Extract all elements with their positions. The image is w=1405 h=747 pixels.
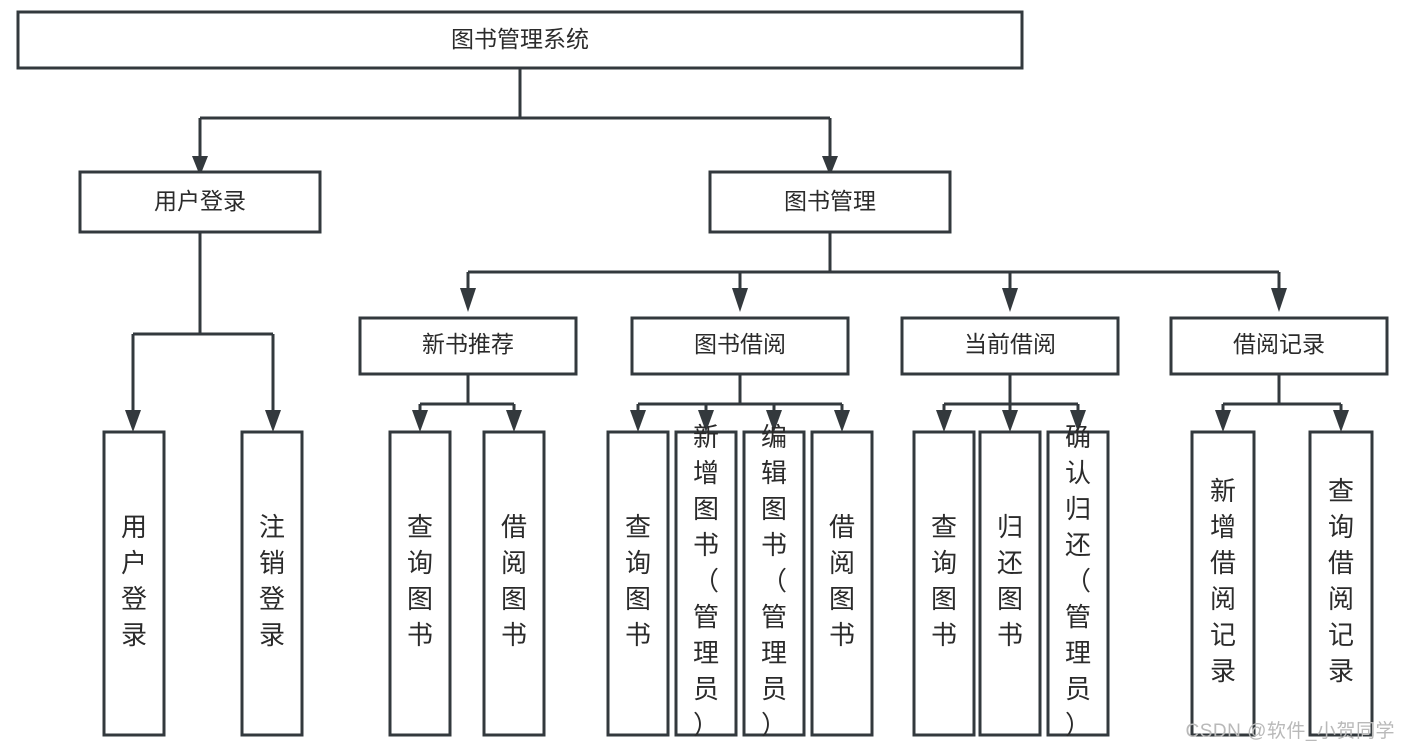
node-leaf-borrow-book-1[interactable]: 借阅图书 xyxy=(482,430,546,737)
leaf-add-book-label: 新增图书（管理员） xyxy=(693,422,719,740)
connector-root-to-level2 xyxy=(198,68,832,160)
arrow-to-leaf-confirm-return xyxy=(1070,410,1086,432)
leaf-logout-login-box[interactable] xyxy=(240,430,304,737)
arrow-to-leaf-query-book-1 xyxy=(412,410,428,432)
node-leaf-query-book-2[interactable]: 查询图书 xyxy=(606,430,670,737)
book-manage-box[interactable] xyxy=(708,170,952,234)
arrow-to-book-borrow xyxy=(732,288,748,312)
node-book-borrow[interactable]: 图书借阅 xyxy=(630,316,850,376)
arrow-to-leaf-add-book xyxy=(698,410,714,432)
current-borrow-label: 当前借阅 xyxy=(964,331,1056,357)
new-book-recommend-box[interactable] xyxy=(358,316,578,376)
node-leaf-borrow-book-2[interactable]: 借阅图书 xyxy=(810,430,874,737)
connector-bookborrow-to-leaves xyxy=(636,374,844,414)
borrow-record-box[interactable] xyxy=(1169,316,1389,376)
leaf-add-record-box[interactable] xyxy=(1190,430,1256,737)
user-login-label: 用户登录 xyxy=(154,188,246,214)
book-manage-label: 图书管理 xyxy=(784,188,876,214)
leaf-query-record-label: 查询借阅记录 xyxy=(1328,476,1354,686)
node-leaf-confirm-return[interactable]: 确认归还（管理员） xyxy=(1046,422,1110,740)
connector-userlogin-to-leaves xyxy=(131,232,275,414)
arrow-to-leaf-query-record xyxy=(1333,410,1349,432)
connector-bookmanage-to-level3 xyxy=(466,232,1281,290)
arrow-to-leaf-return-book xyxy=(1002,410,1018,432)
arrow-to-leaf-borrow-book-1 xyxy=(506,410,522,432)
leaf-query-book-3-label: 查询图书 xyxy=(931,512,957,650)
node-leaf-add-record[interactable]: 新增借阅记录 xyxy=(1190,430,1256,737)
root-label: 图书管理系统 xyxy=(451,26,589,52)
arrow-to-leaf-add-record xyxy=(1215,410,1231,432)
connector-newbook-to-leaves xyxy=(418,374,516,414)
book-borrow-label: 图书借阅 xyxy=(694,331,786,357)
leaf-query-book-2-label: 查询图书 xyxy=(625,512,651,650)
node-leaf-query-book-3[interactable]: 查询图书 xyxy=(912,430,976,737)
node-leaf-add-book[interactable]: 新增图书（管理员） xyxy=(674,422,738,740)
leaf-borrow-book-2-label: 借阅图书 xyxy=(829,512,855,650)
connector-layer xyxy=(125,68,1349,432)
arrow-to-leaf-user-login xyxy=(125,410,141,432)
leaf-add-record-label: 新增借阅记录 xyxy=(1210,476,1236,686)
connector-currentborrow-to-leaves xyxy=(942,374,1080,414)
node-leaf-user-login[interactable]: 用户登录 xyxy=(102,430,166,737)
leaf-edit-book-box[interactable] xyxy=(742,430,806,737)
node-current-borrow[interactable]: 当前借阅 xyxy=(900,316,1120,376)
node-leaf-edit-book[interactable]: 编辑图书（管理员） xyxy=(742,422,806,740)
leaf-query-book-3-box[interactable] xyxy=(912,430,976,737)
node-leaf-return-book[interactable]: 归还图书 xyxy=(978,430,1042,737)
new-book-recommend-label: 新书推荐 xyxy=(422,331,514,357)
node-user-login[interactable]: 用户登录 xyxy=(78,170,322,234)
leaf-return-book-box[interactable] xyxy=(978,430,1042,737)
arrow-to-new-book-recommend xyxy=(460,288,476,312)
leaf-logout-login-label: 注销登录 xyxy=(259,512,285,650)
leaf-borrow-book-1-label: 借阅图书 xyxy=(501,512,527,650)
leaf-edit-book-label: 编辑图书（管理员） xyxy=(761,422,787,740)
node-borrow-record[interactable]: 借阅记录 xyxy=(1169,316,1389,376)
node-leaf-query-record[interactable]: 查询借阅记录 xyxy=(1308,430,1374,737)
arrow-to-leaf-logout-login xyxy=(265,410,281,432)
arrow-to-user-login xyxy=(192,156,208,176)
borrow-record-label: 借阅记录 xyxy=(1233,331,1325,357)
leaf-return-book-label: 归还图书 xyxy=(997,512,1023,650)
leaf-query-book-1-label: 查询图书 xyxy=(407,512,433,650)
leaf-user-login-label: 用户登录 xyxy=(121,512,147,650)
leaf-nodes-layer: 用户登录 注销登录 查询图书 借阅图书 查询图书 新增图书（管理员） xyxy=(102,422,1374,740)
leaf-confirm-return-label: 确认归还（管理员） xyxy=(1065,422,1091,740)
arrow-to-current-borrow xyxy=(1002,288,1018,312)
leaf-query-book-2-box[interactable] xyxy=(606,430,670,737)
node-book-manage[interactable]: 图书管理 xyxy=(708,170,952,234)
leaf-user-login-box[interactable] xyxy=(102,430,166,737)
node-leaf-query-book-1[interactable]: 查询图书 xyxy=(388,430,452,737)
leaf-query-book-1-box[interactable] xyxy=(388,430,452,737)
arrow-to-leaf-query-book-2 xyxy=(630,410,646,432)
connector-borrowrecord-to-leaves xyxy=(1221,374,1343,414)
arrow-to-leaf-query-book-3 xyxy=(936,410,952,432)
book-borrow-box[interactable] xyxy=(630,316,850,376)
leaf-query-record-box[interactable] xyxy=(1308,430,1374,737)
arrow-to-book-manage xyxy=(822,156,838,176)
leaf-borrow-book-1-box[interactable] xyxy=(482,430,546,737)
leaf-borrow-book-2-box[interactable] xyxy=(810,430,874,737)
arrow-to-borrow-record xyxy=(1271,288,1287,312)
current-borrow-box[interactable] xyxy=(900,316,1120,376)
leaf-add-book-box[interactable] xyxy=(674,430,738,737)
arrow-to-leaf-edit-book xyxy=(766,410,782,432)
leaf-confirm-return-box[interactable] xyxy=(1046,430,1110,737)
root-box[interactable] xyxy=(16,10,1024,70)
node-root[interactable]: 图书管理系统 xyxy=(16,10,1024,70)
node-new-book-recommend[interactable]: 新书推荐 xyxy=(358,316,578,376)
user-login-box[interactable] xyxy=(78,170,322,234)
arrow-to-leaf-borrow-book-2 xyxy=(834,410,850,432)
node-leaf-logout-login[interactable]: 注销登录 xyxy=(240,430,304,737)
